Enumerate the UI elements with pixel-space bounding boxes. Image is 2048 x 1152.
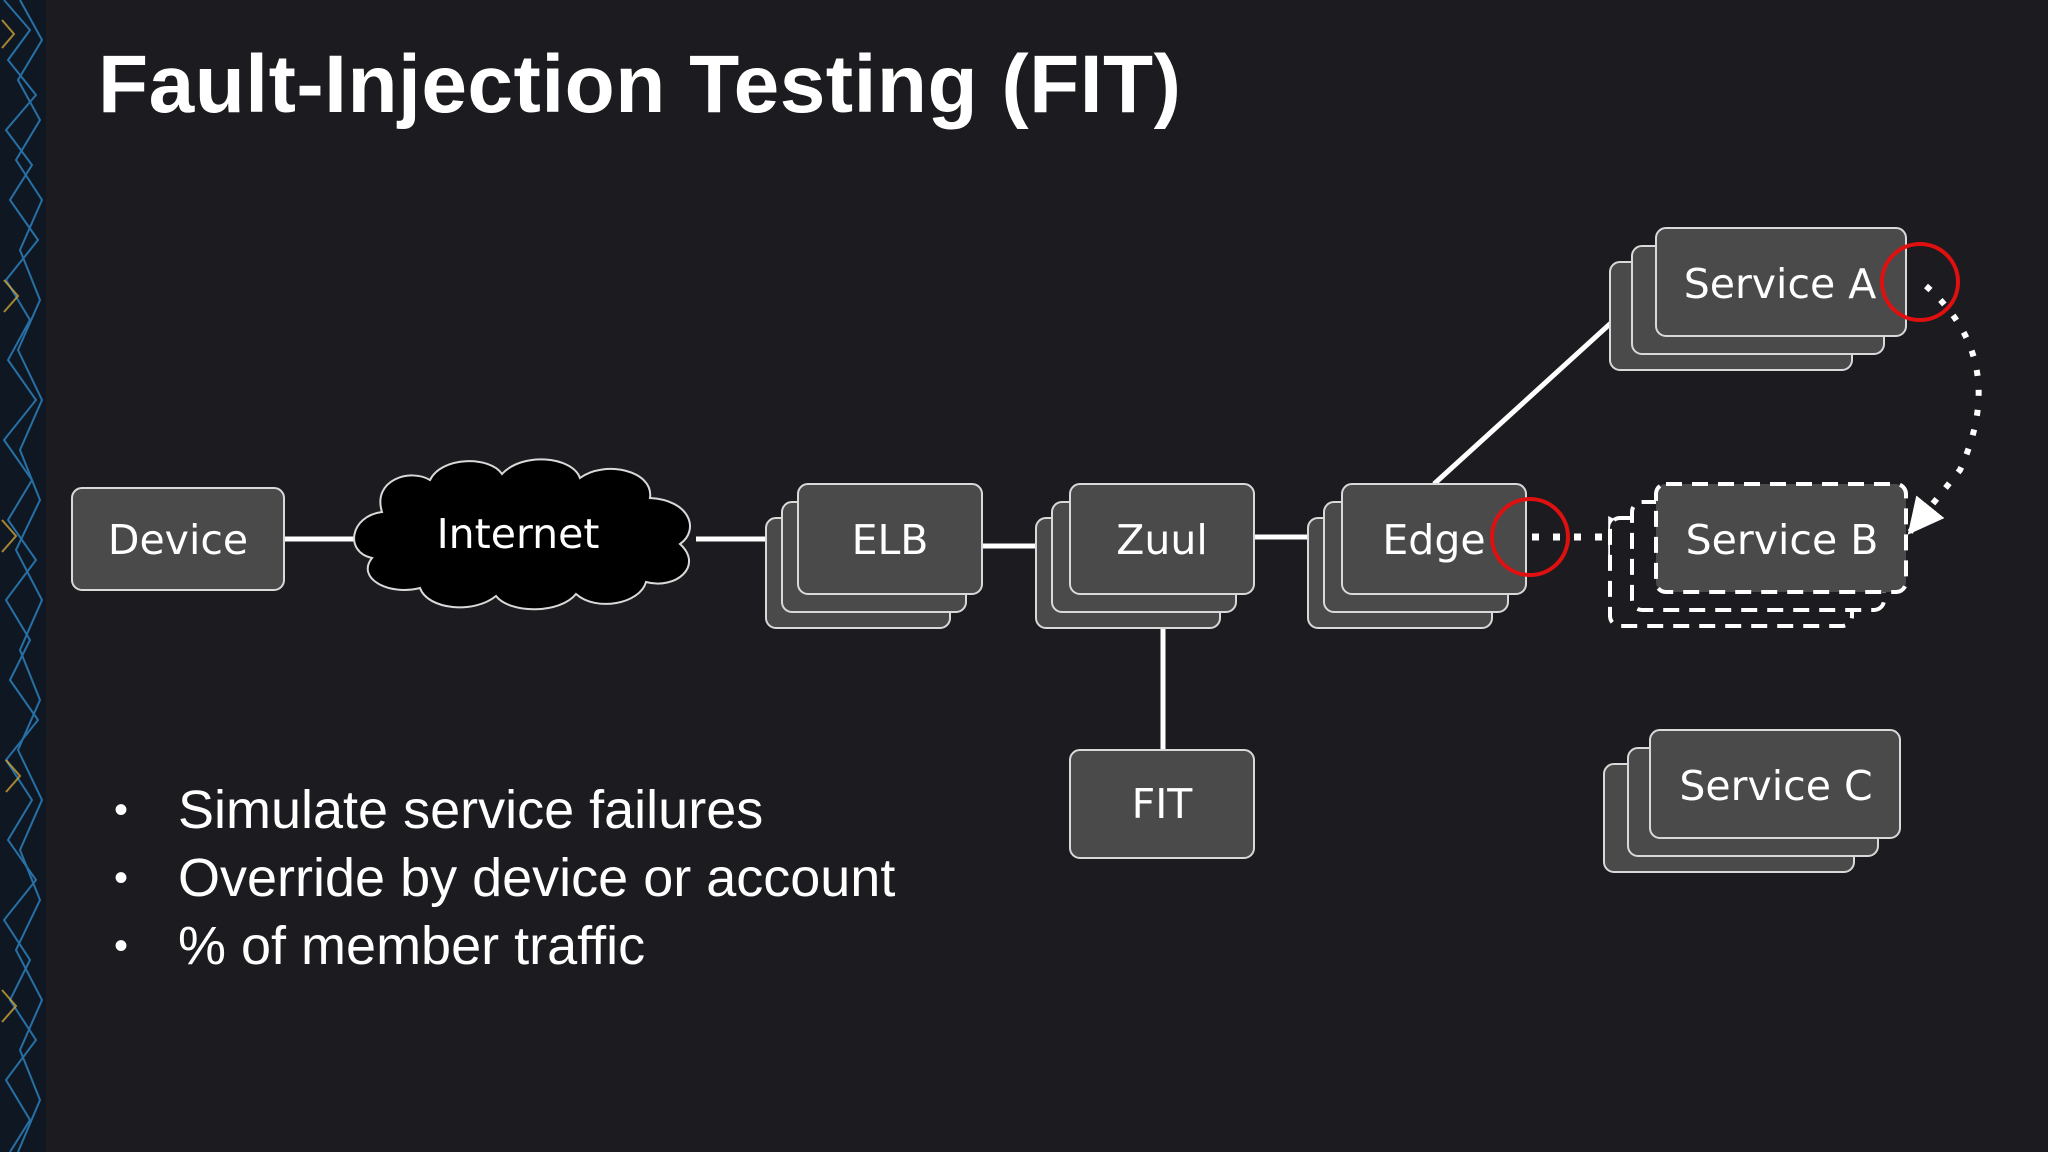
device-label: Device bbox=[108, 516, 248, 564]
bullet-item: •% of member traffic bbox=[114, 916, 646, 976]
elb-node: ELB bbox=[765, 483, 983, 629]
bullet-text: Simulate service failures bbox=[178, 780, 764, 840]
bullet-item: •Override by device or account bbox=[114, 848, 896, 908]
elb-label: ELB bbox=[852, 516, 929, 564]
service-b-label: Service B bbox=[1686, 516, 1879, 564]
service-a-label: Service A bbox=[1684, 260, 1877, 308]
service-c-label: Service C bbox=[1679, 762, 1872, 810]
fit-node: FIT bbox=[1069, 749, 1255, 859]
fit-label: FIT bbox=[1132, 780, 1194, 828]
zuul-label: Zuul bbox=[1116, 516, 1207, 564]
bullet-item: •Simulate service failures bbox=[114, 780, 764, 840]
internet-label: Internet bbox=[437, 510, 600, 558]
device-node: Device bbox=[71, 487, 285, 591]
internet-cloud: Internet bbox=[353, 458, 691, 611]
zuul-node: Zuul bbox=[1035, 483, 1255, 629]
fault-marker-service-a bbox=[1880, 242, 1960, 322]
service-c-node: Service C bbox=[1603, 729, 1901, 873]
service-b-node: Service B bbox=[1608, 482, 1908, 628]
service-a-node: Service A bbox=[1609, 227, 1907, 371]
decorative-side-strip bbox=[0, 0, 46, 1152]
slide-title: Fault-Injection Testing (FIT) bbox=[98, 39, 1182, 130]
fault-marker-edge bbox=[1490, 497, 1570, 577]
edge-label: Edge bbox=[1382, 516, 1485, 564]
bullet-text: % of member traffic bbox=[178, 916, 646, 976]
bullet-list: •Simulate service failures •Override by … bbox=[108, 776, 895, 980]
service-a-service-b-dotted-arrow bbox=[1907, 283, 1982, 535]
bullet-text: Override by device or account bbox=[178, 848, 896, 908]
edge-node: Edge bbox=[1307, 483, 1527, 629]
